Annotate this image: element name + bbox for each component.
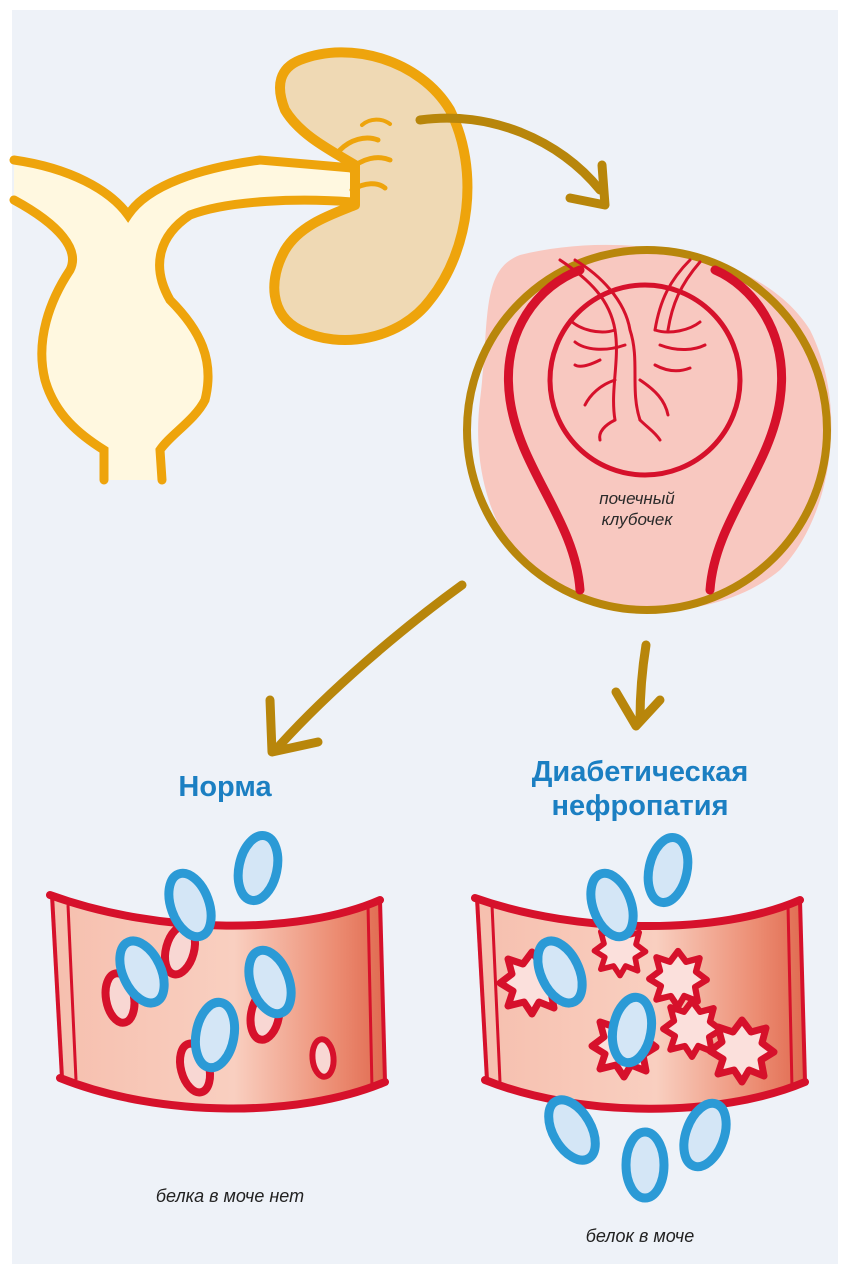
arrow-to-normal [270,585,462,752]
glomerulus-label: почечный клубочек [562,488,712,530]
glomerulus-label-line2: клубочек [602,510,673,529]
nephropathy-title-line1: Диабетическая [532,756,749,788]
glomerulus-label-line1: почечный [599,489,674,508]
normal-caption: белка в моче нет [100,1185,360,1207]
arrow-to-nephropathy [616,645,660,726]
normal-title: Норма [150,770,300,804]
nephropathy-title: Диабетическая нефропатия [500,755,780,823]
glomerulus-magnified [467,245,831,611]
nephropathy-title-line2: нефропатия [551,790,728,822]
nephropathy-caption: белок в моче [540,1225,740,1247]
